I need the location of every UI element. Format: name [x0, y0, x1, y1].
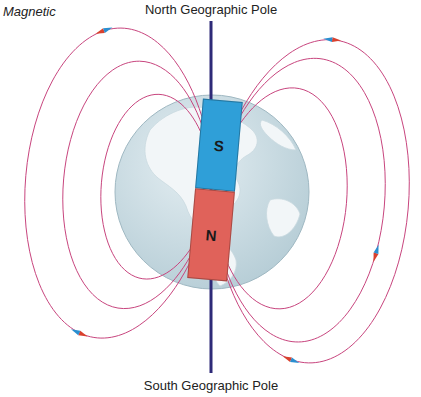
magnet-south-pole: S: [195, 99, 243, 192]
field-lines: [25, 28, 410, 363]
pole-label: North Geographic Pole: [145, 2, 277, 17]
needle-blue: [323, 36, 332, 42]
needle-red: [78, 331, 88, 339]
magnet-north-pole: N: [187, 188, 235, 281]
needle-blue: [103, 25, 113, 33]
compass-needles: [70, 25, 381, 365]
compass-needle: [70, 327, 88, 339]
pole-letter: S: [213, 136, 224, 154]
needle-red: [95, 28, 105, 36]
continent: [267, 199, 300, 237]
compass-needle: [282, 354, 301, 365]
needle-red: [332, 37, 341, 43]
field-line: [214, 40, 409, 363]
globe: [115, 95, 309, 289]
needle-blue: [374, 244, 381, 254]
compass-needle: [95, 25, 114, 36]
continent: [260, 120, 296, 150]
needle-red: [371, 253, 378, 263]
cut-off-title: Magnetic: [3, 4, 56, 19]
field-line: [25, 28, 212, 338]
needle-blue: [70, 327, 80, 335]
compass-needle: [371, 244, 381, 263]
pole-label: South Geographic Pole: [144, 378, 278, 393]
needle-red: [282, 354, 292, 362]
needle-blue: [290, 357, 300, 365]
compass-needle: [323, 36, 341, 43]
pole-letter: N: [205, 226, 217, 244]
